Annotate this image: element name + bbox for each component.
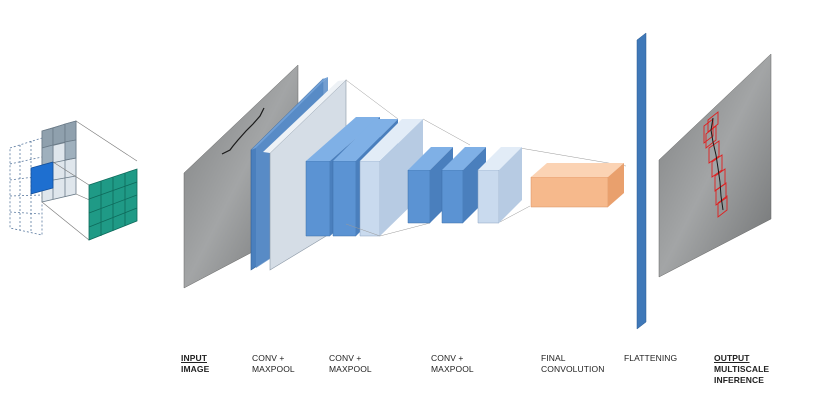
output-image-panel [658,53,772,278]
kernel-center-cell [30,161,54,195]
conv-block-3 [407,147,522,224]
final-convolution-block [530,163,624,208]
flattening-layer [636,32,647,330]
label-conv-maxpool-1: CONV +MAXPOOL [252,353,295,374]
label-flattening: FLATTENING [624,353,678,363]
input-crack [221,107,265,155]
label-conv-maxpool-3: CONV +MAXPOOL [431,353,474,374]
convolution-kernel-illustration [9,120,138,241]
conv-block-2 [305,117,423,237]
feature-map-grid [88,168,138,241]
label-conv-maxpool-2: CONV +MAXPOOL [329,353,372,374]
output-crack [710,117,724,211]
detected-crack-boxes [703,111,728,218]
